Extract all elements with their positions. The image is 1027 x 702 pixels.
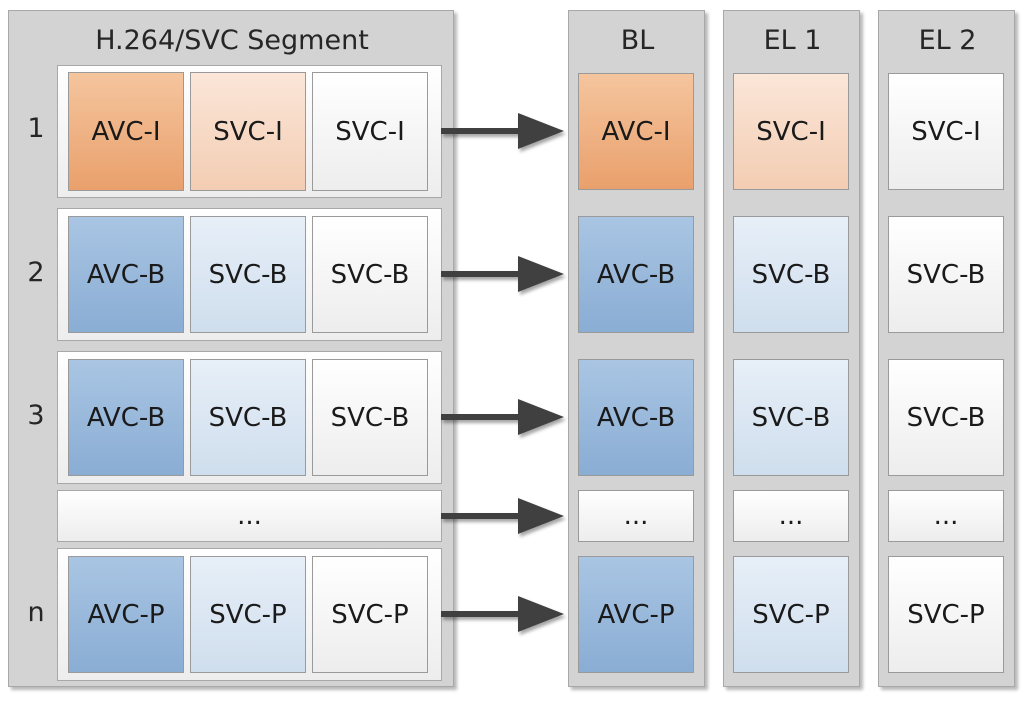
cell-svc-b: SVC-B (190, 359, 306, 476)
el2-cell-1: SVC-I (888, 73, 1004, 190)
el1-cell-3: SVC-B (733, 359, 849, 476)
el2-cell-n: SVC-P (888, 556, 1004, 673)
row-label-1: 1 (27, 113, 45, 144)
cell-svc-b: SVC-B (312, 216, 428, 333)
el2-cell-ellipsis: ... (888, 490, 1004, 542)
segment-row-ellipsis: ... (57, 490, 442, 542)
bl-cell-3: AVC-B (578, 359, 694, 476)
bl-cell-2: AVC-B (578, 216, 694, 333)
el1-cell-2: SVC-B (733, 216, 849, 333)
arrow-row-3 (441, 399, 564, 435)
row-label-2: 2 (27, 257, 45, 288)
segment-row-1: AVC-I SVC-I SVC-I (57, 65, 442, 198)
el2-title: EL 2 (918, 25, 977, 56)
bl-title: BL (620, 25, 655, 56)
el2-cell-3: SVC-B (888, 359, 1004, 476)
segment-row-2: AVC-B SVC-B SVC-B (57, 208, 442, 341)
cell-avc-b: AVC-B (68, 359, 184, 476)
row-label-3: 3 (27, 400, 45, 431)
el1-cell-1: SVC-I (733, 73, 849, 190)
arrow-row-2 (441, 256, 564, 292)
bl-cell-ellipsis: ... (578, 490, 694, 542)
el1-title: EL 1 (763, 25, 822, 56)
bl-cell-n: AVC-P (578, 556, 694, 673)
cell-svc-i: SVC-I (312, 72, 428, 191)
segment-row-n: AVC-P SVC-P SVC-P (57, 548, 442, 681)
arrow-row-n (441, 596, 564, 632)
cell-svc-p: SVC-P (312, 556, 428, 673)
cell-svc-b: SVC-B (312, 359, 428, 476)
segment-title: H.264/SVC Segment (95, 25, 369, 56)
cell-avc-p: AVC-P (68, 556, 184, 673)
cell-svc-b: SVC-B (190, 216, 306, 333)
row-label-n: n (27, 597, 45, 628)
el1-cell-n: SVC-P (733, 556, 849, 673)
arrow-row-ellipsis (441, 498, 564, 534)
cell-svc-p: SVC-P (190, 556, 306, 673)
cell-avc-i: AVC-I (68, 72, 184, 191)
el2-cell-2: SVC-B (888, 216, 1004, 333)
bl-cell-1: AVC-I (578, 73, 694, 190)
cell-svc-i: SVC-I (190, 72, 306, 191)
arrow-row-1 (441, 113, 564, 149)
segment-row-3: AVC-B SVC-B SVC-B (57, 351, 442, 484)
cell-avc-b: AVC-B (68, 216, 184, 333)
el1-cell-ellipsis: ... (733, 490, 849, 542)
